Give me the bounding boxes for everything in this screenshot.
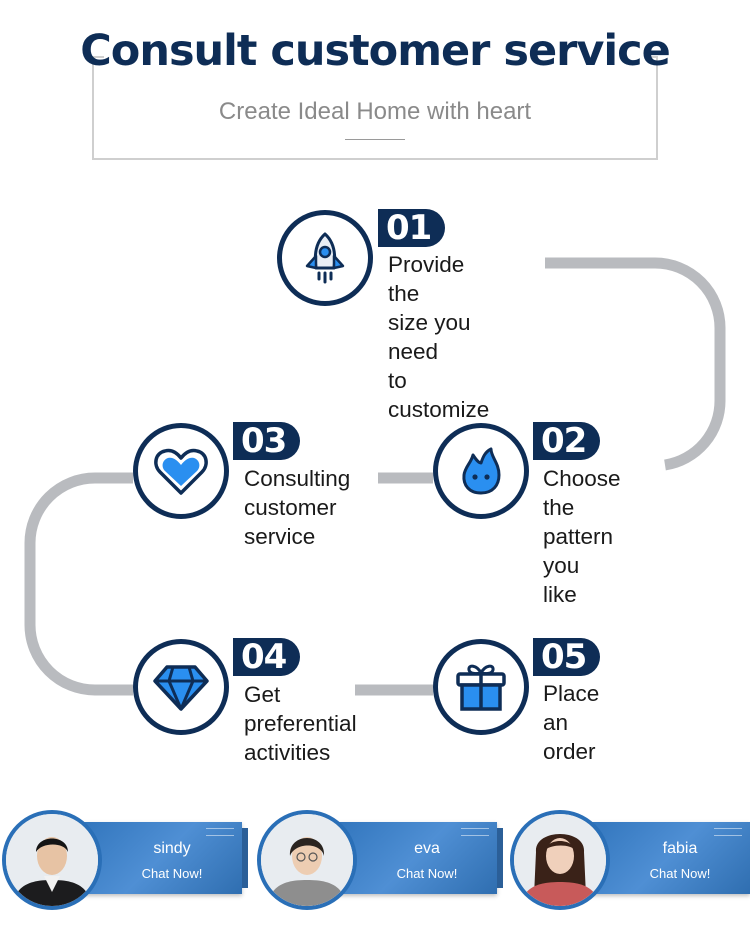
connector-03-04 (24, 472, 133, 696)
avatar (2, 810, 102, 910)
step-number: 02 (533, 422, 601, 460)
rocket-icon (277, 210, 373, 306)
agent-card-eva[interactable]: eva Chat Now! (257, 810, 503, 910)
connector-01-02 (545, 257, 726, 471)
page-title: Consult customer service (80, 26, 671, 76)
agent-name: fabia (662, 840, 698, 857)
heart-icon (133, 423, 229, 519)
agent-card-fabia[interactable]: fabia Chat Now! (510, 810, 750, 910)
gift-icon (433, 639, 529, 735)
step-number: 01 (378, 209, 446, 247)
agent-name: eva (414, 840, 440, 857)
avatar (510, 810, 610, 910)
agent-card-sindy[interactable]: sindy Chat Now! (2, 810, 248, 910)
step-text: Consulting customer service (244, 466, 351, 549)
title-backdrop (104, 36, 646, 76)
flame-icon (433, 423, 529, 519)
page-subtitle: Create Ideal Home with heart (218, 98, 532, 125)
step-number: 04 (233, 638, 301, 676)
subtitle-underline (345, 139, 405, 140)
step-text: Get preferential activities (244, 682, 357, 765)
avatar (257, 810, 357, 910)
step-text: Provide the size you need to customize (388, 252, 490, 422)
chat-now-button[interactable]: Chat Now! (649, 866, 711, 881)
step-number: 03 (233, 422, 301, 460)
chat-now-button[interactable]: Chat Now! (141, 866, 203, 881)
chat-now-button[interactable]: Chat Now! (396, 866, 458, 881)
diamond-icon (133, 639, 229, 735)
step-text: Choose the pattern you like (543, 466, 621, 607)
step-number: 05 (533, 638, 601, 676)
agent-name: sindy (153, 840, 191, 857)
step-text: Place an order (543, 681, 600, 764)
